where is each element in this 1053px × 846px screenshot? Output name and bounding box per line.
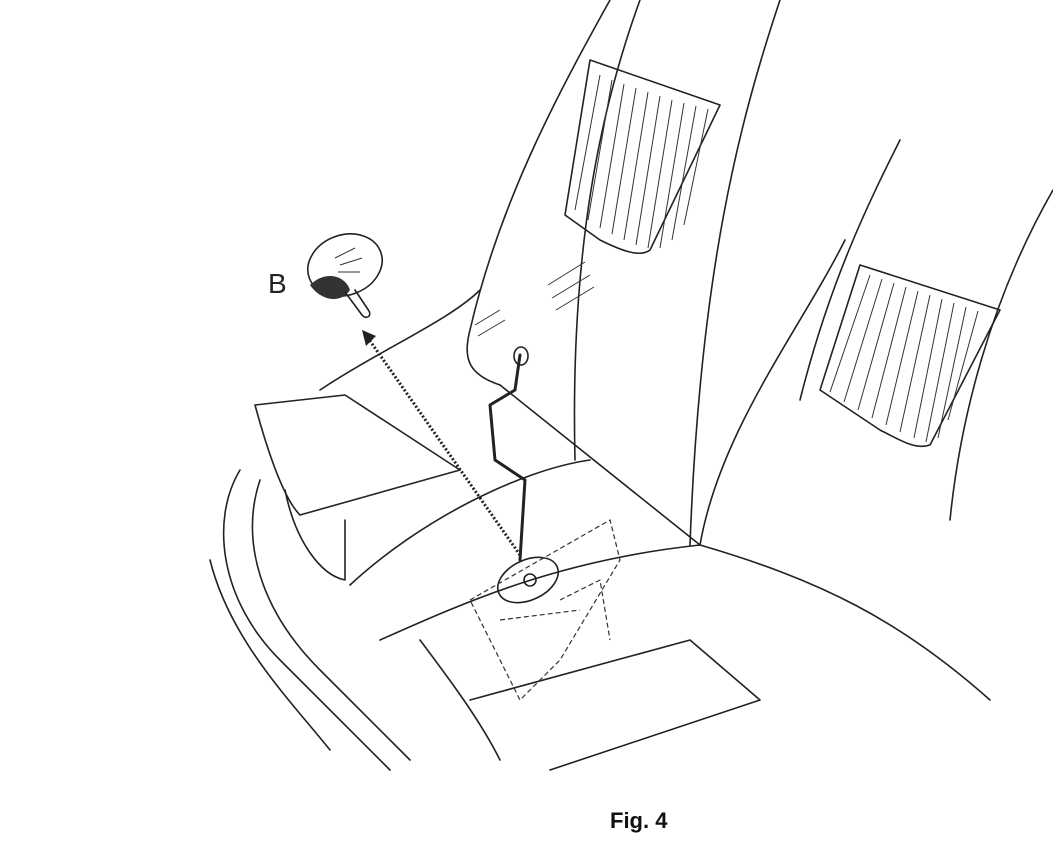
hidden-mechanism xyxy=(469,519,621,702)
fender-curve xyxy=(699,239,846,546)
fuel-cap-b xyxy=(307,233,383,319)
filler-plate xyxy=(496,556,560,604)
bumper-outer xyxy=(222,469,391,771)
floor-panel xyxy=(469,639,761,771)
lower-right-curve xyxy=(699,544,991,701)
right-body-edge xyxy=(949,189,1053,521)
crank-knob xyxy=(513,346,529,366)
hood-edge-mid xyxy=(689,0,781,546)
hood-edge-left xyxy=(466,0,611,386)
floor-edge xyxy=(419,639,501,761)
body-left-contour xyxy=(319,289,481,391)
arrow-head-icon xyxy=(362,330,376,346)
vent-lower xyxy=(819,264,1001,448)
vent-upper xyxy=(564,59,721,255)
hood-highlight-lines xyxy=(474,261,595,337)
hood-edge-inner xyxy=(573,0,641,461)
crank-handle xyxy=(488,353,527,562)
bumper-lower xyxy=(209,559,331,751)
light-housing xyxy=(284,489,346,581)
panel-line xyxy=(349,459,591,586)
removal-arrow xyxy=(366,337,522,556)
part-label-b: B xyxy=(268,268,287,299)
trunk-lid xyxy=(254,394,461,516)
panel-line-lower xyxy=(379,544,701,641)
bumper-inner xyxy=(251,479,411,761)
plate-bolt xyxy=(523,573,537,587)
figure-caption: Fig. 4 xyxy=(610,808,668,833)
fender-curve-outer xyxy=(799,139,901,401)
cowl-line xyxy=(499,384,701,546)
